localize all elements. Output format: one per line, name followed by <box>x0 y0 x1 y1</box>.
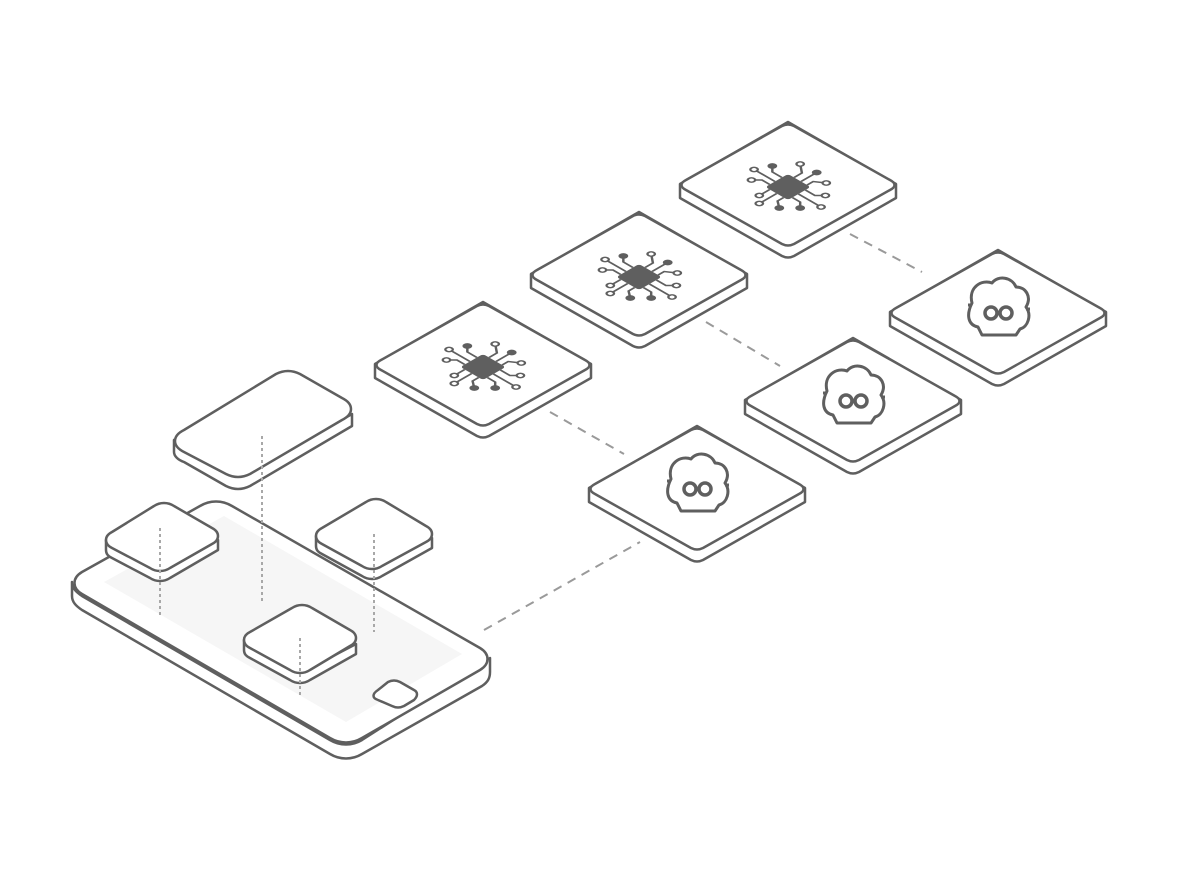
robot-head-icon <box>821 364 887 425</box>
chip-tile-3 <box>678 120 898 259</box>
robot-head-icon <box>665 452 731 513</box>
connector-device-to-robot-1 <box>483 541 641 631</box>
projection-lines <box>159 436 375 696</box>
robot-head-icon <box>966 276 1032 337</box>
connector-lines <box>483 233 923 631</box>
floating-ui-block-left <box>104 501 220 583</box>
chip-tile-2 <box>529 210 749 349</box>
robot-tile-2 <box>743 336 963 475</box>
robot-tile-1 <box>587 424 807 563</box>
home-button-icon <box>372 679 419 709</box>
connector-chip-2-to-robot-2 <box>705 321 781 367</box>
connector-chip-1-to-robot-1 <box>549 411 625 455</box>
robot-tile-3 <box>888 248 1108 387</box>
connector-chip-3-to-robot-3 <box>849 233 923 273</box>
chip-tile-1 <box>373 300 593 439</box>
floating-ui-block-large <box>172 369 354 491</box>
